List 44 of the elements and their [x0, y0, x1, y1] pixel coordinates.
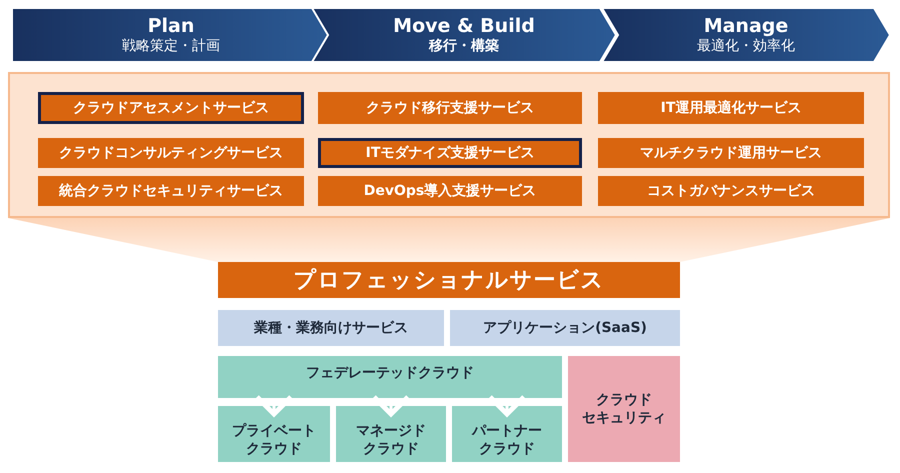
service-box: [38, 138, 304, 168]
arrow: [372, 394, 410, 416]
phase-subtitle: 最適化・効率化: [697, 37, 795, 55]
service-box: [318, 92, 582, 124]
service-banner: [218, 262, 680, 298]
arrow: [488, 394, 526, 416]
phase-subtitle: 戦略策定・計画: [122, 37, 220, 55]
service-box: [38, 92, 304, 124]
box-label: プロフェッショナルサービス: [292, 267, 606, 295]
service-box: [450, 310, 680, 346]
phase-subtitle: 移行・構築: [429, 37, 499, 55]
box-label: コストガバナンスサービス: [646, 182, 816, 200]
box-label: マネージドクラウド: [355, 422, 427, 458]
box-label: クラウド移行支援サービス: [365, 99, 535, 117]
arrow: [254, 394, 294, 416]
box-label: フェデレーテッドクラウド: [305, 364, 475, 382]
service-box: [598, 138, 864, 168]
service-box: [318, 176, 582, 206]
box-label: DevOps導入支援サービス: [362, 182, 538, 200]
service-box: [598, 176, 864, 206]
box-label: パートナークラウド: [470, 422, 543, 458]
phase-title: Move & Build: [393, 15, 535, 37]
cloud-box: [452, 406, 562, 462]
panel-background: [8, 72, 890, 218]
box-label: マルチクラウド運用サービス: [639, 144, 823, 162]
phase-title: Plan: [148, 15, 194, 37]
box-label: クラウドアセスメントサービス: [72, 99, 270, 117]
box-label: 業種・業務向けサービス: [253, 319, 409, 337]
box-label: クラウドコンサルティングサービス: [58, 144, 284, 162]
service-box: [38, 176, 304, 206]
phase-title: Manage: [704, 15, 788, 37]
box-label: アプリケーション(SaaS): [482, 319, 648, 337]
service-box: [598, 92, 864, 124]
cloud-box: [218, 356, 562, 398]
service-box: [318, 138, 582, 168]
box-label: IT運用最適化サービス: [660, 99, 802, 117]
cloud-box: [336, 406, 446, 462]
box-label: プライベートクラウド: [231, 422, 317, 458]
cloud-box: [218, 406, 330, 462]
box-label: 統合クラウドセキュリティサービス: [58, 182, 284, 200]
box-label: ITモダナイズ支援サービス: [364, 144, 536, 162]
box-label: クラウドセキュリティ: [581, 391, 667, 427]
security-box: [568, 356, 680, 462]
service-box: [218, 310, 444, 346]
